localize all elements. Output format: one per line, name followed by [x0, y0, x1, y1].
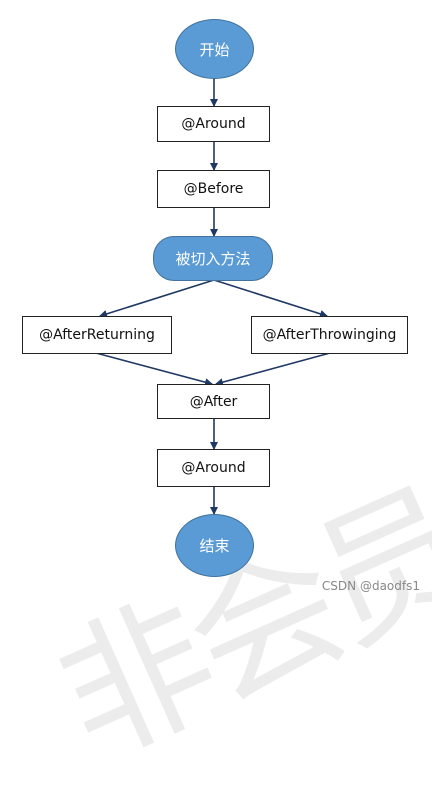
- around-bottom-node: @Around: [157, 449, 270, 487]
- after-throwing-label: @AfterThrowinging: [262, 327, 397, 343]
- target-method-node: 被切入方法: [153, 236, 273, 281]
- around-bottom-label: @Around: [181, 460, 246, 476]
- end-node: 结束: [175, 514, 254, 577]
- arrow-throwing-to-after: [215, 352, 331, 387]
- after-throwing-node: @AfterThrowinging: [251, 316, 408, 354]
- before-label: @Before: [183, 181, 244, 197]
- after-node: @After: [157, 384, 270, 419]
- start-label: 开始: [199, 40, 230, 59]
- arrow-method-to-returning: [99, 279, 215, 318]
- start-node: 开始: [175, 19, 254, 79]
- target-method-label: 被切入方法: [175, 250, 251, 268]
- after-returning-label: @AfterReturning: [39, 327, 155, 343]
- after-returning-node: @AfterReturning: [22, 316, 172, 354]
- end-label: 结束: [199, 537, 230, 555]
- around-top-node: @Around: [157, 106, 270, 142]
- after-label: @After: [189, 393, 238, 410]
- around-top-label: @Around: [181, 116, 246, 132]
- arrow-method-to-throwing: [213, 279, 328, 318]
- flow-arrows: [95, 78, 331, 515]
- csdn-credit: CSDN @daodfs1: [321, 579, 420, 593]
- before-node: @Before: [157, 170, 270, 208]
- arrow-returning-to-after: [95, 352, 213, 387]
